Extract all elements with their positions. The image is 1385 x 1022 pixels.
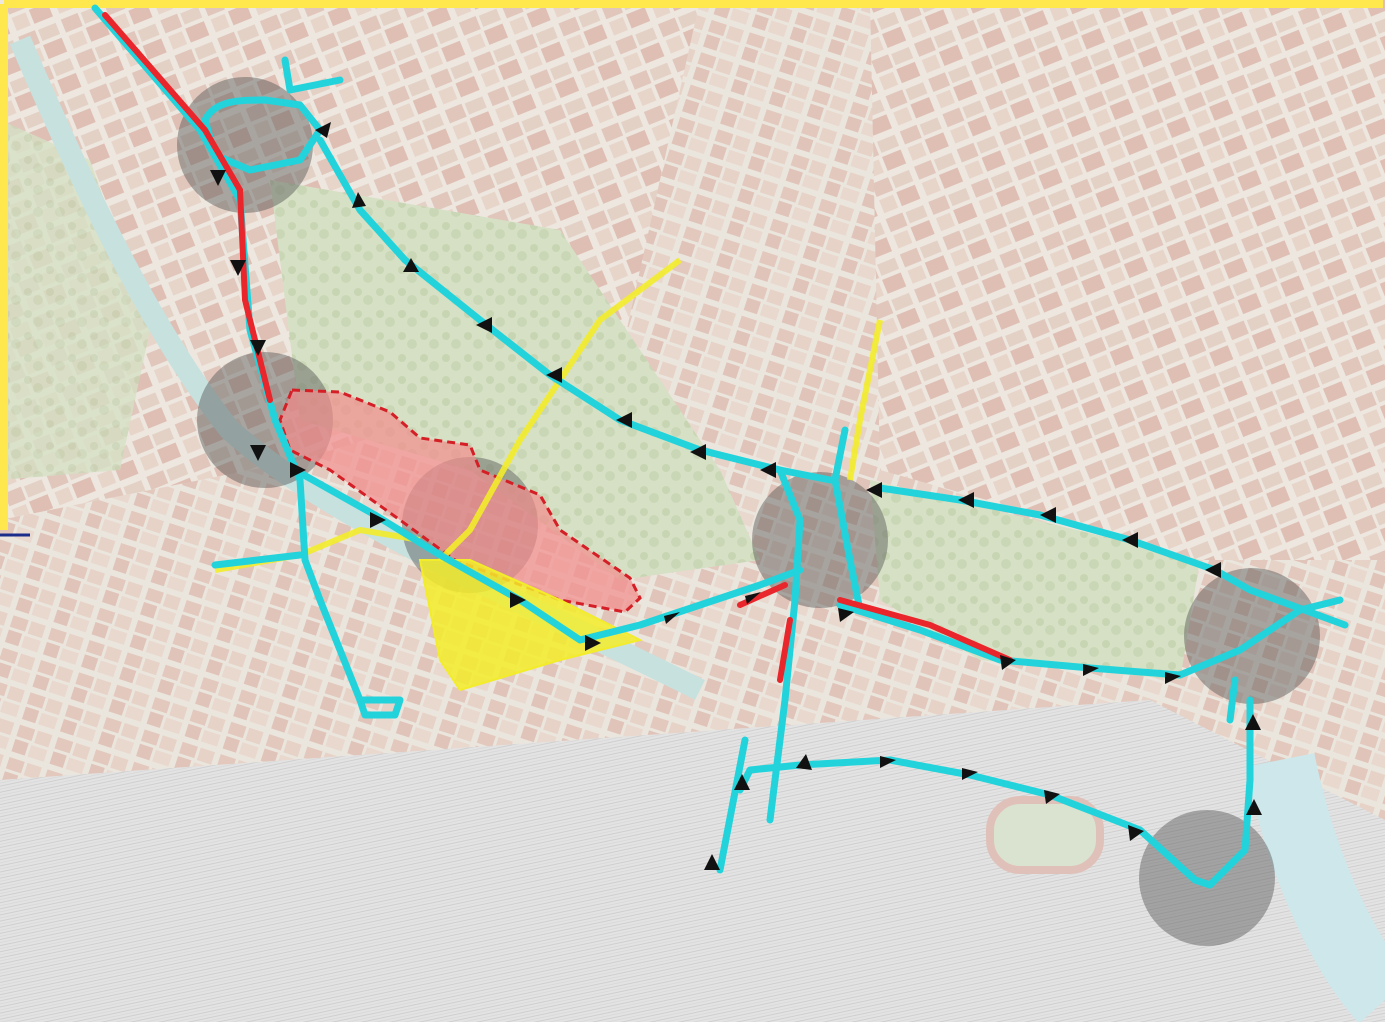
node-circle[interactable] [1139,810,1275,946]
direction-arrow-icon [704,854,720,870]
direction-arrow-icon [1165,672,1181,684]
direction-arrow-icon [796,754,812,770]
direction-arrow-icon [315,122,331,138]
direction-arrow-icon [866,482,882,498]
direction-arrow-icon [546,367,562,383]
direction-arrow-icon [1128,825,1144,841]
direction-arrow-icon [760,462,776,478]
pedestrian-area[interactable] [418,559,643,692]
direction-arrow-icon [250,340,266,356]
direction-arrow-icon [962,768,978,780]
direction-arrow-icon [370,512,386,528]
direction-arrow-icon [1205,562,1221,578]
direction-arrow-icon [352,192,366,208]
direction-arrow-icon [585,635,601,651]
direction-arrow-icon [664,612,680,624]
direction-arrow-icon [1083,664,1099,676]
direction-arrow-icon [1040,507,1056,523]
direction-arrow-icon [616,412,632,428]
direction-arrow-icon [210,170,226,186]
direction-arrow-icon [1246,799,1262,815]
direction-arrow-icon [290,462,306,478]
direction-arrow-icon [1245,714,1261,730]
direction-arrow-icon [690,444,706,460]
direction-arrow-icon [1044,790,1060,804]
direction-arrow-icon [510,592,526,608]
intervention-area[interactable] [278,388,642,614]
direction-arrow-icon [1122,532,1138,548]
node-circles [177,77,1320,946]
direction-arrow-icon [745,592,761,604]
direction-arrow-icon [1000,655,1016,670]
direction-arrow-icon [958,492,974,508]
direction-arrows [210,122,1262,870]
direction-arrow-icon [476,317,492,333]
direction-arrow-icon [230,260,246,276]
direction-arrow-icon [880,756,896,768]
direction-arrow-icon [838,608,854,622]
direction-arrow-icon [734,774,750,790]
direction-arrow-icon [250,445,266,461]
traffic-routes [91,4,1349,889]
direction-arrow-icon [403,258,419,272]
